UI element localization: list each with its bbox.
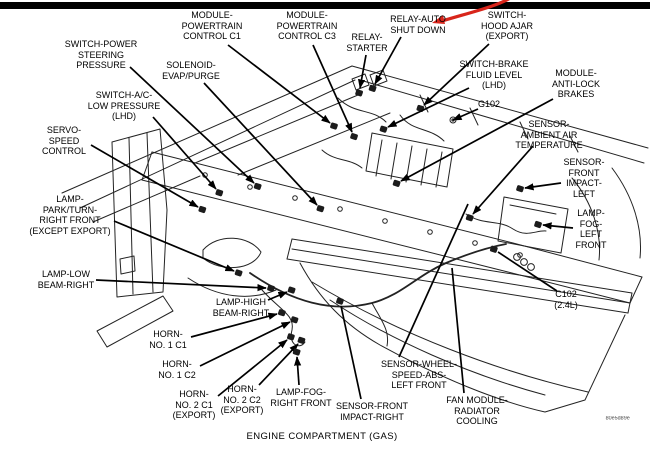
callout-c102-2-4l: C102(2.4L) bbox=[554, 289, 578, 310]
leader-horn-no-1-c2 bbox=[199, 321, 291, 367]
callout-horn-no-2-c2: HORN-NO. 2 C2(EXPORT) bbox=[220, 384, 264, 415]
connector-relay-starter bbox=[355, 89, 363, 97]
callout-solenoid-evap-purge: SOLENOID-EVAP/PURGE bbox=[162, 60, 220, 81]
connector-sensor-front-impact-left bbox=[516, 185, 524, 193]
connector-lamp-fog-left-front bbox=[534, 220, 542, 229]
leader-horn-no-1-c1 bbox=[190, 312, 278, 338]
leader-horn-no-2-c1 bbox=[217, 339, 288, 397]
leader-switch-ac-low-pressure bbox=[152, 116, 217, 190]
connector-switch-power-steering-pressure bbox=[253, 182, 262, 190]
callout-relay-starter: RELAY-STARTER bbox=[346, 32, 388, 53]
leader-switch-power-steering-pressure bbox=[129, 66, 255, 184]
callout-sensor-wheel-speed-abs-left-front: SENSOR-WHEEL-SPEED-ABS-LEFT FRONT bbox=[380, 359, 458, 390]
connector-horn-no-1-c2 bbox=[290, 316, 299, 324]
connector-horn-no-1-c1 bbox=[277, 309, 286, 317]
leader-solenoid-evap-purge bbox=[203, 82, 318, 206]
leader-sensor-front-impact-left bbox=[524, 182, 562, 191]
top-black-bar bbox=[0, 2, 650, 9]
leader-lamp-high-beam-right bbox=[267, 291, 288, 301]
vehicle-front-end-sketch bbox=[61, 65, 649, 413]
connector-sensor-front-impact-right bbox=[336, 297, 344, 305]
figure-caption: ENGINE COMPARTMENT (GAS) bbox=[246, 431, 398, 442]
connector-servo-speed-control bbox=[198, 205, 207, 214]
connector-lamp-low-beam-right bbox=[267, 284, 275, 292]
leader-c102-2-4l bbox=[497, 251, 558, 292]
leader-relay-starter bbox=[357, 54, 367, 89]
connector-relay-auto-shut-down bbox=[368, 84, 377, 92]
callout-lamp-fog-right-front: LAMP-FOG-RIGHT FRONT bbox=[270, 387, 332, 408]
callout-horn-no-2-c1: HORN-NO. 2 C1(EXPORT) bbox=[172, 389, 216, 420]
leader-switch-brake-fluid-level bbox=[387, 87, 470, 128]
leader-module-powertrain-control-c1 bbox=[227, 44, 331, 124]
leader-horn-no-2-c2 bbox=[258, 343, 299, 386]
callout-switch-ac-low-pressure: SWITCH-A/C-LOW PRESSURE(LHD) bbox=[87, 90, 161, 121]
callout-horn-no-1-c1: HORN-NO. 1 C1 bbox=[149, 329, 187, 350]
leader-g102 bbox=[452, 108, 479, 121]
connector-lamp-fog-right-front bbox=[292, 348, 301, 356]
connector-module-powertrain-control-c1 bbox=[330, 122, 338, 130]
leader-lamp-fog-left-front bbox=[542, 222, 574, 230]
callout-horn-no-1-c2: HORN-NO. 1 C2 bbox=[158, 359, 196, 380]
leader-sensor-ambient-air-temperature bbox=[472, 145, 534, 215]
leader-servo-speed-control bbox=[90, 144, 199, 208]
connector-module-powertrain-control-c3 bbox=[350, 133, 358, 141]
leader-lamp-fog-right-front bbox=[294, 356, 302, 386]
callout-lamp-park-turn-right-front: LAMP-PARK/TURN-RIGHT FRONT(EXCEPT EXPORT… bbox=[29, 194, 111, 236]
leader-module-powertrain-control-c3 bbox=[312, 44, 353, 133]
connector-lamp-high-beam-right bbox=[287, 286, 296, 294]
leader-module-anti-lock-brakes bbox=[400, 98, 554, 182]
callout-g102: G102 bbox=[477, 99, 501, 109]
red-annotation-arrow bbox=[432, 0, 510, 24]
doc-code: 80e5d89e bbox=[605, 416, 630, 422]
leader-lamp-park-turn-right-front bbox=[113, 220, 235, 272]
callout-switch-hood-ajar: SWITCH-HOOD AJAR(EXPORT) bbox=[480, 10, 534, 41]
leader-switch-hood-ajar bbox=[423, 43, 490, 106]
connector-horn-no-2-c2 bbox=[297, 336, 306, 344]
callout-leader-lines bbox=[90, 36, 574, 400]
connector-switch-ac-low-pressure bbox=[215, 189, 224, 197]
connector-module-anti-lock-brakes bbox=[392, 179, 401, 187]
connector-sensor-ambient-air-temperature bbox=[465, 214, 474, 222]
leader-lamp-low-beam-right bbox=[95, 279, 267, 292]
connector-switch-brake-fluid-level bbox=[379, 125, 388, 133]
connector-lamp-park-turn-right-front bbox=[234, 269, 243, 277]
leader-sensor-front-impact-right bbox=[340, 305, 362, 400]
leader-relay-auto-shut-down bbox=[374, 36, 402, 85]
connector-solenoid-evap-purge bbox=[316, 205, 325, 213]
leader-fan-module-radiator-cooling bbox=[451, 267, 465, 394]
leader-sensor-wheel-speed-abs-left-front bbox=[398, 203, 469, 358]
connector-c102-2-4l bbox=[489, 245, 498, 253]
connector-horn-no-2-c1 bbox=[287, 333, 295, 341]
